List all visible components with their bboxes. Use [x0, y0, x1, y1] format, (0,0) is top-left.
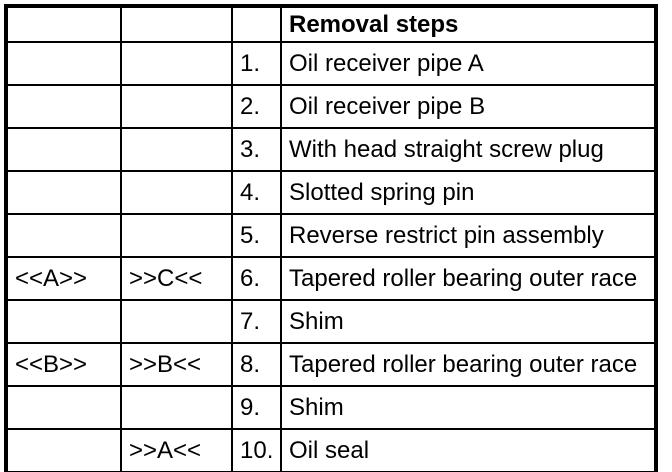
mark-left-cell: [5, 41, 122, 86]
table-row: 4. Slotted spring pin: [5, 170, 657, 215]
step-number-cell: 5.: [231, 213, 282, 258]
empty-cell: [120, 5, 233, 43]
step-number-cell: 9.: [231, 385, 282, 430]
step-number-cell: 8.: [231, 342, 282, 387]
mark-left-cell: [5, 299, 122, 344]
step-number-cell: 7.: [231, 299, 282, 344]
mark-right-cell: [120, 299, 233, 344]
table-row: 7. Shim: [5, 299, 657, 344]
mark-right-cell: [120, 213, 233, 258]
mark-right-cell: >>B<<: [120, 342, 233, 387]
step-number-cell: 10.: [231, 428, 282, 472]
step-description-cell: Shim: [280, 299, 657, 344]
mark-right-cell: [120, 170, 233, 215]
step-number-cell: 4.: [231, 170, 282, 215]
step-number-cell: 1.: [231, 41, 282, 86]
step-description-cell: Oil seal: [280, 428, 657, 472]
step-number-cell: 2.: [231, 84, 282, 129]
mark-left-cell: [5, 84, 122, 129]
mark-left-cell: [5, 428, 122, 472]
step-description-cell: With head straight screw plug: [280, 127, 657, 172]
step-description-cell: Slotted spring pin: [280, 170, 657, 215]
table-row: 3. With head straight screw plug: [5, 127, 657, 172]
mark-left-cell: <<A>>: [5, 256, 122, 301]
mark-right-cell: >>A<<: [120, 428, 233, 472]
table-row: <<B>> >>B<< 8. Tapered roller bearing ou…: [5, 342, 657, 387]
table-row: 2. Oil receiver pipe B: [5, 84, 657, 129]
table-row: 1. Oil receiver pipe A: [5, 41, 657, 86]
step-description-cell: Tapered roller bearing outer race: [280, 256, 657, 301]
step-number-cell: 3.: [231, 127, 282, 172]
table-row: 5. Reverse restrict pin assembly: [5, 213, 657, 258]
mark-left-cell: <<B>>: [5, 342, 122, 387]
step-description-cell: Reverse restrict pin assembly: [280, 213, 657, 258]
empty-cell: [231, 5, 282, 43]
table-row: <<A>> >>C<< 6. Tapered roller bearing ou…: [5, 256, 657, 301]
mark-right-cell: [120, 127, 233, 172]
table-row: >>A<< 10. Oil seal: [5, 428, 657, 472]
removal-steps-table: Removal steps 1. Oil receiver pipe A 2. …: [4, 4, 658, 472]
step-description-cell: Oil receiver pipe B: [280, 84, 657, 129]
empty-cell: [5, 5, 122, 43]
mark-left-cell: [5, 213, 122, 258]
table-header-row: Removal steps: [5, 5, 657, 43]
step-description-cell: Oil receiver pipe A: [280, 41, 657, 86]
mark-left-cell: [5, 170, 122, 215]
table-row: 9. Shim: [5, 385, 657, 430]
step-description-cell: Tapered roller bearing outer race: [280, 342, 657, 387]
step-number-cell: 6.: [231, 256, 282, 301]
removal-steps-header: Removal steps: [280, 5, 657, 43]
mark-left-cell: [5, 127, 122, 172]
mark-left-cell: [5, 385, 122, 430]
mark-right-cell: [120, 41, 233, 86]
step-description-cell: Shim: [280, 385, 657, 430]
mark-right-cell: [120, 385, 233, 430]
mark-right-cell: >>C<<: [120, 256, 233, 301]
mark-right-cell: [120, 84, 233, 129]
